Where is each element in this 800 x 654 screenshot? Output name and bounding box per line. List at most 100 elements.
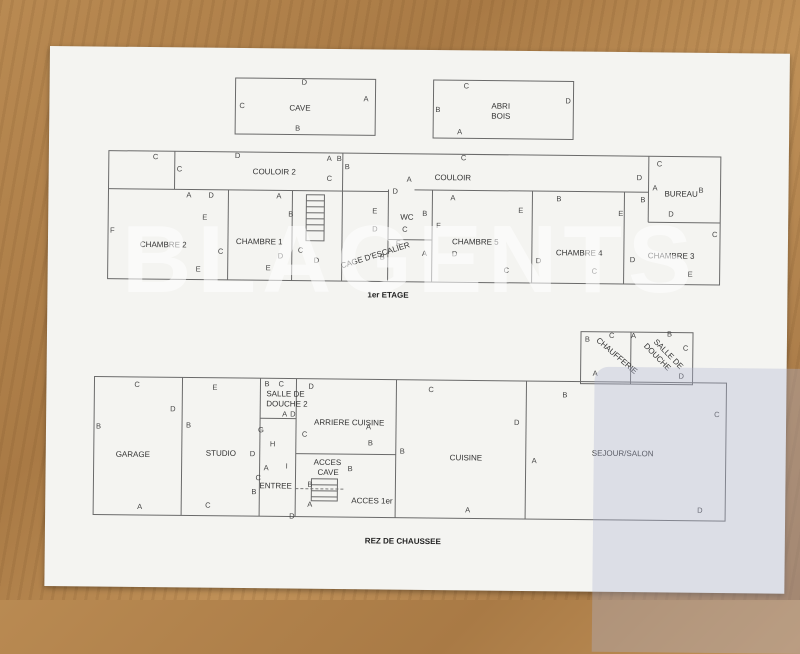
wall-letter: E xyxy=(372,206,377,215)
room-label-bureau: BUREAU xyxy=(664,189,698,198)
room-label-entree: ENTREE xyxy=(259,481,292,490)
wall-letter: D xyxy=(668,209,674,218)
room-label-chambre3: CHAMBRE 3 xyxy=(648,251,695,260)
wall-letter: D xyxy=(679,372,685,381)
wall-letter: B xyxy=(400,447,405,456)
room-label-cave: CAVE xyxy=(289,104,310,113)
wall-letter: C xyxy=(218,247,224,256)
wall-letter: A xyxy=(457,127,462,136)
room-label-couloir2: COULOIR 2 xyxy=(253,167,297,176)
room-label-cave2: CAVE xyxy=(318,468,339,477)
wall-letter: F xyxy=(396,239,401,248)
wall-letter: B xyxy=(288,210,293,219)
wall-letter: C xyxy=(239,101,245,110)
wall-letter: B xyxy=(264,379,269,388)
wall-letter: B xyxy=(307,480,312,489)
wall-letter: A xyxy=(593,369,598,378)
wall-letter: A xyxy=(276,191,281,200)
wall-letter: I xyxy=(286,461,288,470)
wall-letter: A xyxy=(653,183,658,192)
wall-letter: B xyxy=(435,105,440,114)
room-label-couloir: COULOIR xyxy=(435,173,472,182)
wall-letter: D xyxy=(170,404,176,413)
wall-letter: B xyxy=(96,422,101,431)
wall-letter: B xyxy=(380,252,385,261)
wall-letter: D xyxy=(302,78,308,87)
room-label-arriere-cuisine: ARRIERE CUISINE xyxy=(314,418,384,428)
wall-letter: D xyxy=(250,449,256,458)
wall-letter: C xyxy=(402,225,408,234)
wall-letter: C xyxy=(278,379,284,388)
wall-letter: E xyxy=(518,206,523,215)
wall-letter: D xyxy=(289,512,295,521)
wall-letter: C xyxy=(327,174,333,183)
wall-letter: B xyxy=(640,195,645,204)
wall-letter: C xyxy=(657,159,663,168)
wall-letter: A xyxy=(631,331,636,340)
wall-letter: G xyxy=(258,425,264,434)
wall-letter: B xyxy=(368,438,373,447)
wall-letter: B xyxy=(667,329,672,338)
wall-letter: B xyxy=(556,194,561,203)
wall-letter: C xyxy=(298,246,304,255)
wall-letter: B xyxy=(562,390,567,399)
ground-floor-stairs xyxy=(311,479,337,501)
wall-letter: C xyxy=(461,153,467,162)
wall-letter: F xyxy=(436,221,441,230)
wall-letter: C xyxy=(712,230,718,239)
first-floor-stairs xyxy=(306,195,324,241)
room-label-chambre2: CHAMBRE 2 xyxy=(140,240,187,249)
floor-plan-sheet: CAVE ABRI BOIS COULOIR 2 COULOIR BUREAU … xyxy=(44,46,790,594)
wall-letter: D xyxy=(452,249,458,258)
wall-letter: B xyxy=(186,420,191,429)
wall-letter: A xyxy=(366,422,371,431)
wall-letter: E xyxy=(266,263,271,272)
wall-letter: D xyxy=(392,187,398,196)
room-label-abri: ABRI xyxy=(491,102,510,111)
wall-letter: B xyxy=(295,124,300,133)
wall-letter: C xyxy=(428,385,434,394)
wall-letter: B xyxy=(585,335,590,344)
room-label-cuisine: CUISINE xyxy=(450,453,483,462)
wall-letter: A xyxy=(465,505,470,514)
wall-letter: A xyxy=(327,154,332,163)
wall-letter: A xyxy=(363,94,368,103)
room-label-acces-1er: ACCES 1er xyxy=(351,496,393,505)
wall-letter: C xyxy=(205,501,211,510)
wall-letter: A xyxy=(186,190,191,199)
wall-letter: E xyxy=(202,213,207,222)
wall-letter: A xyxy=(282,409,287,418)
floor-plan-drawing: CAVE ABRI BOIS COULOIR 2 COULOIR BUREAU … xyxy=(44,46,790,594)
floor-title-first: 1er ETAGE xyxy=(367,290,409,299)
wall-letter: B xyxy=(348,464,353,473)
wall-letter: F xyxy=(110,226,115,235)
wall-letter: A xyxy=(307,500,312,509)
wall-letter: D xyxy=(565,96,571,105)
wall-letter: D xyxy=(278,251,284,260)
room-label-garage: GARAGE xyxy=(116,450,150,459)
room-label-acces: ACCES xyxy=(314,458,342,467)
wall-letter: B xyxy=(337,154,342,163)
room-label-studio: STUDIO xyxy=(206,449,236,458)
wall-letter: C xyxy=(504,266,510,275)
wall-letter: E xyxy=(618,209,623,218)
room-label-sejour-salon: SEJOUR/SALON xyxy=(592,449,654,459)
wall-letter: E xyxy=(688,270,693,279)
room-label-chambre5: CHAMBRE 5 xyxy=(452,237,499,246)
wall-letter: D xyxy=(637,173,643,182)
wall-letter: A xyxy=(532,456,537,465)
wall-letter: A xyxy=(450,193,455,202)
wall-letter: D xyxy=(536,256,542,265)
wall-letter: D xyxy=(290,410,296,419)
wall-letter: D xyxy=(697,506,703,515)
wall-letter: C xyxy=(714,410,720,419)
wall-letter: C xyxy=(153,152,159,161)
wall-letter: H xyxy=(270,439,276,448)
wall-letter: B xyxy=(698,186,703,195)
wall-letter: C xyxy=(302,430,308,439)
wall-letter: E xyxy=(212,383,217,392)
wall-letter: D xyxy=(235,151,241,160)
wall-letter: C xyxy=(683,344,689,353)
room-label-wc: WC xyxy=(400,213,414,222)
wall-letter: C xyxy=(592,267,598,276)
